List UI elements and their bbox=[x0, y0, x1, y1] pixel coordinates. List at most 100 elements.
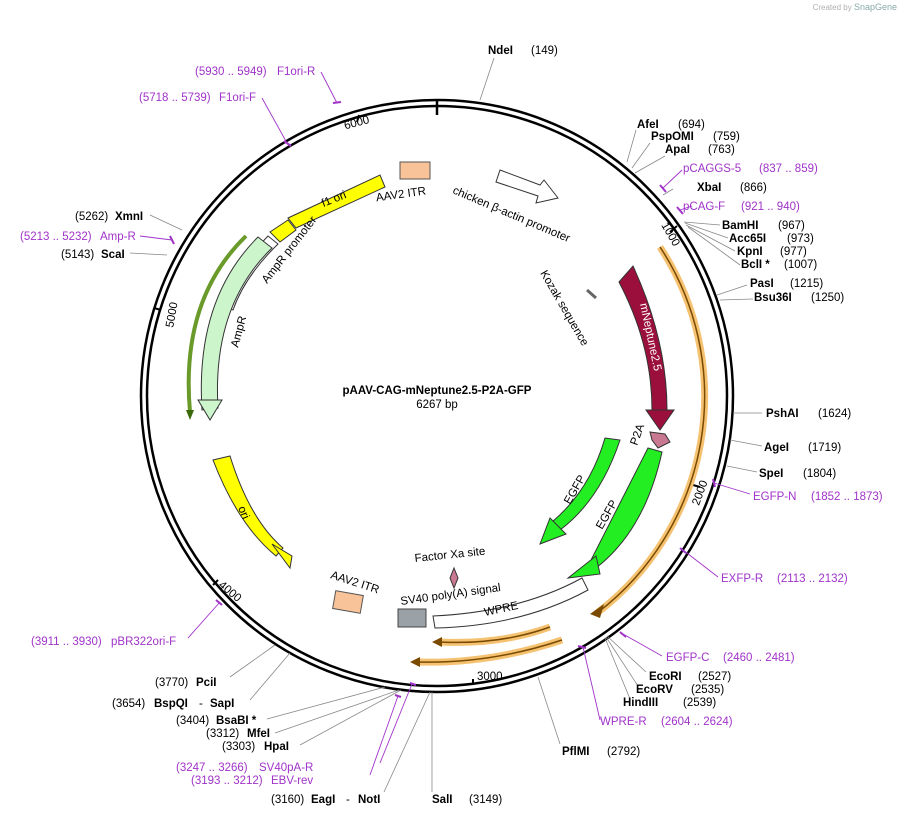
enzyme-bsabi: BsaBI * bbox=[216, 715, 257, 727]
enzyme-pspomi: PspOMI bbox=[651, 131, 694, 143]
enzyme-eagi-pos: (3160) bbox=[271, 794, 304, 806]
tick-4000: 4000 bbox=[216, 579, 243, 605]
enzyme-pasi: PasI bbox=[750, 278, 774, 290]
primer-exfp-r-range: (2113 .. 2132) bbox=[777, 573, 848, 585]
enzyme-bspqi-pos: (3654) bbox=[112, 698, 145, 710]
enzyme-bsabi-pos: (3404) bbox=[176, 715, 209, 727]
enzyme-pflmi: PflMI bbox=[562, 746, 589, 758]
primer-ebv-rev: EBV-rev bbox=[271, 775, 313, 787]
primer-egfp-c: EGFP-C bbox=[666, 652, 709, 664]
mneptune-arrow bbox=[618, 265, 668, 411]
primer-f1ori-f-range: (5718 .. 5739) bbox=[139, 92, 211, 104]
enzyme-sapi: SapI bbox=[210, 698, 234, 710]
enzyme-hindiii: HindIII bbox=[623, 697, 658, 709]
watermark-brand: SnapGene bbox=[853, 2, 897, 12]
enzyme-ndei-pos: (149) bbox=[531, 45, 558, 57]
label-sv40: SV40 poly(A) signal bbox=[400, 582, 502, 608]
enzyme-bcli: BclI * bbox=[741, 259, 770, 271]
primer-pbr322ori-f: pBR322ori-F bbox=[111, 636, 176, 648]
enzyme-bamhi-pos: (967) bbox=[778, 220, 805, 232]
primer-labels: (5930 .. 5949) F1ori-R (5718 .. 5739) F1… bbox=[20, 66, 883, 787]
feature-arrows bbox=[186, 161, 675, 629]
snapgene-watermark: Created by SnapGene bbox=[813, 2, 897, 12]
enzyme-pshai: PshAI bbox=[766, 408, 799, 420]
primer-marks bbox=[169, 101, 716, 698]
tick-3000: 3000 bbox=[477, 671, 503, 683]
enzyme-hpai-pos: (3303) bbox=[222, 741, 255, 753]
enzyme-xmni-pos: (5262) bbox=[75, 211, 108, 223]
factor-xa-mark bbox=[449, 566, 459, 590]
primer-exfp-r: EXFP-R bbox=[721, 573, 763, 585]
enzyme-eagi: EagI bbox=[311, 794, 335, 806]
enzyme-scai-pos: (5143) bbox=[61, 249, 94, 261]
label-p2a: P2A bbox=[629, 422, 648, 447]
enzyme-ecori-pos: (2527) bbox=[698, 671, 731, 683]
watermark-created-by: Created by bbox=[812, 3, 852, 12]
ampr-arrow bbox=[200, 236, 273, 411]
orf-arcs bbox=[410, 245, 709, 667]
enzyme-pflmi-pos: (2792) bbox=[607, 746, 640, 758]
enzyme-mfei-pos: (3312) bbox=[206, 728, 239, 740]
aav2-itr-left-box bbox=[399, 161, 431, 180]
enzyme-apai: ApaI bbox=[665, 144, 690, 156]
ori-arrow bbox=[212, 455, 284, 557]
svg-text:-: - bbox=[346, 794, 350, 806]
label-ampr: AmpR bbox=[229, 315, 249, 349]
primer-sv40pa-r-range: (3247 .. 3266) bbox=[176, 762, 248, 774]
enzyme-afei-pos: (694) bbox=[678, 119, 705, 131]
enzyme-kpni: KpnI bbox=[737, 246, 763, 258]
enzyme-kpni-pos: (977) bbox=[780, 246, 807, 258]
plasmid-size: 6267 bp bbox=[416, 399, 458, 411]
enzyme-agei: AgeI bbox=[764, 442, 789, 454]
primer-pbr322ori-f-range: (3911 .. 3930) bbox=[31, 636, 102, 648]
enzyme-bspqi: BspQI bbox=[154, 698, 188, 710]
primer-pcaggs5-range: (837 .. 859) bbox=[759, 163, 818, 175]
enzyme-bsu36i: Bsu36I bbox=[754, 292, 792, 304]
enzyme-ndei: NdeI bbox=[488, 45, 513, 57]
primer-pcaggs5: pCAGGS-5 bbox=[683, 163, 741, 175]
primer-egfp-n: EGFP-N bbox=[753, 491, 796, 503]
primer-sv40pa-r: SV40pA-R bbox=[259, 762, 313, 774]
enzyme-labels: NdeI (149) AfeI (694) PspOMI (759) ApaI … bbox=[61, 45, 851, 806]
enzyme-acc65i-pos: (973) bbox=[787, 233, 814, 245]
primer-pcag-f: pCAG-F bbox=[683, 201, 725, 213]
enzyme-hpai: HpaI bbox=[264, 741, 289, 753]
primer-leaders bbox=[139, 71, 751, 776]
enzyme-xbai: XbaI bbox=[697, 182, 721, 194]
enzyme-spei-pos: (1804) bbox=[803, 468, 836, 480]
primer-amp-r-range: (5213 .. 5232) bbox=[20, 231, 92, 243]
enzyme-bcli-pos: (1007) bbox=[784, 259, 817, 271]
svg-text:-: - bbox=[199, 698, 203, 710]
primer-f1ori-f: F1ori-F bbox=[219, 92, 256, 104]
enzyme-leaders bbox=[129, 57, 763, 793]
enzyme-ecorv: EcoRV bbox=[636, 684, 673, 696]
label-kozak: Kozak sequence bbox=[537, 269, 590, 349]
enzyme-sali: SalI bbox=[432, 794, 452, 806]
enzyme-afei: AfeI bbox=[637, 119, 659, 131]
enzyme-mfei: MfeI bbox=[247, 728, 270, 740]
primer-egfp-c-range: (2460 .. 2481) bbox=[723, 652, 795, 664]
primer-amp-r: Amp-R bbox=[100, 231, 136, 243]
enzyme-ecorv-pos: (2535) bbox=[691, 684, 724, 696]
enzyme-hindiii-pos: (2539) bbox=[683, 697, 716, 709]
enzyme-pcii-pos: (3770) bbox=[155, 677, 188, 689]
label-factor-xa: Factor Xa site bbox=[414, 546, 486, 565]
enzyme-bsu36i-pos: (1250) bbox=[811, 292, 844, 304]
enzyme-noti: NotI bbox=[358, 794, 380, 806]
enzyme-pcii: PciI bbox=[196, 677, 216, 689]
enzyme-scai: ScaI bbox=[101, 249, 125, 261]
enzyme-ecori: EcoRI bbox=[649, 671, 682, 683]
primer-egfp-n-range: (1852 .. 1873) bbox=[811, 491, 883, 503]
tick-5000: 5000 bbox=[164, 301, 180, 328]
aav2-itr-right-box bbox=[332, 590, 364, 614]
enzyme-pshai-pos: (1624) bbox=[818, 408, 851, 420]
chicken-promoter-arrow bbox=[495, 169, 559, 204]
primer-wpre-r: WPRE-R bbox=[600, 716, 647, 728]
enzyme-agei-pos: (1719) bbox=[808, 442, 841, 454]
enzyme-spei: SpeI bbox=[759, 468, 783, 480]
primer-f1ori-r-range: (5930 .. 5949) bbox=[195, 66, 267, 78]
primer-f1ori-r: F1ori-R bbox=[277, 66, 315, 78]
enzyme-xbai-pos: (866) bbox=[740, 182, 767, 194]
label-ori: ori bbox=[235, 505, 251, 521]
backbone-outer bbox=[139, 98, 735, 694]
